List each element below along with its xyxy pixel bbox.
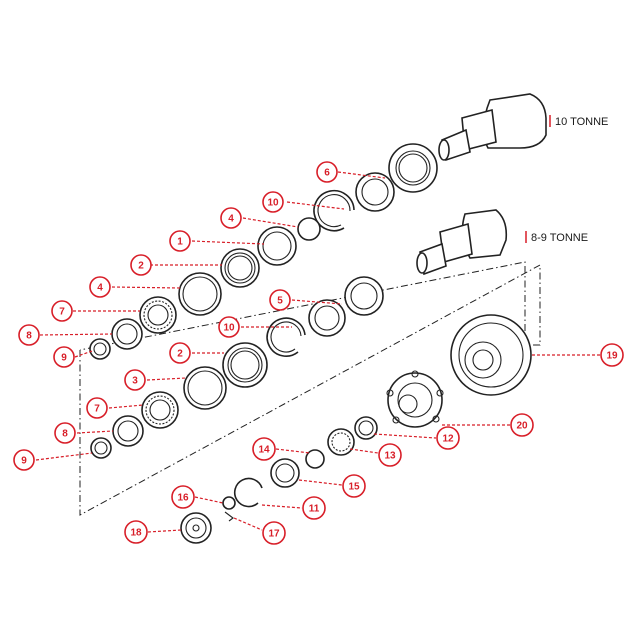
spindle-10-tonne: [438, 93, 547, 162]
callout-17: 17: [262, 521, 286, 545]
part-circlip-11: [233, 477, 263, 508]
callout-5: 5: [269, 289, 291, 311]
part-cup-8b: [112, 415, 144, 447]
callout-6: 6: [316, 161, 338, 183]
part-clip-17: [224, 511, 234, 522]
svg-text:9: 9: [61, 353, 67, 364]
callout-4: 4: [220, 207, 242, 229]
callout-10: 10: [262, 191, 284, 213]
svg-text:20: 20: [516, 421, 528, 432]
svg-text:2: 2: [177, 349, 183, 360]
callout-16: 16: [171, 485, 195, 509]
svg-text:17: 17: [268, 529, 280, 540]
part-seal-1: [257, 226, 297, 266]
part-ring-4a: [297, 217, 321, 241]
callout-14: 14: [252, 437, 276, 461]
svg-text:5: 5: [277, 296, 283, 307]
svg-text:19: 19: [606, 351, 618, 362]
svg-text:18: 18: [130, 528, 142, 539]
ten-tonne-label: 10 TONNE: [555, 116, 608, 128]
part-circlip-10b: [266, 317, 306, 357]
callout-10: 10: [218, 316, 240, 338]
callout-3: 3: [124, 369, 146, 391]
leader-lines: [35, 171, 600, 533]
callout-4: 4: [89, 276, 111, 298]
svg-text:13: 13: [384, 451, 396, 462]
svg-text:16: 16: [177, 493, 189, 504]
part-cup-8a: [111, 318, 143, 350]
part-race-2b: [222, 342, 268, 388]
part-brake-drum-19: [450, 314, 532, 396]
part-washer-5: [308, 299, 346, 337]
part-washer-6: [355, 172, 395, 212]
callout-18: 18: [124, 520, 148, 544]
svg-text:14: 14: [258, 445, 270, 456]
svg-text:7: 7: [94, 404, 100, 415]
part-hub-cap-18: [180, 512, 212, 544]
spindle-8-9-tonne: [416, 209, 508, 276]
part-bearing-13: [327, 428, 355, 456]
svg-text:8: 8: [62, 429, 68, 440]
callout-2: 2: [130, 254, 152, 276]
part-nut-6: [388, 143, 438, 193]
eight-nine-tonne-label: 8-9 TONNE: [531, 232, 588, 244]
callout-8: 8: [54, 422, 76, 444]
part-circlip-10a: [313, 189, 355, 232]
callout-19: 19: [600, 343, 624, 367]
assembly-frame: [79, 261, 541, 516]
svg-text:1: 1: [177, 237, 183, 248]
svg-text:12: 12: [442, 434, 454, 445]
callout-9: 9: [13, 449, 35, 471]
callout-20: 20: [510, 413, 534, 437]
callout-1: 1: [169, 230, 191, 252]
callout-11: 11: [302, 496, 326, 520]
part-wheel-hub-20: [386, 370, 444, 428]
part-cap-9b: [90, 437, 112, 459]
callout-12: 12: [436, 426, 460, 450]
part-ring-14: [305, 449, 325, 469]
svg-text:15: 15: [348, 482, 360, 493]
svg-text:2: 2: [138, 261, 144, 272]
callout-9: 9: [53, 346, 75, 368]
part-bearing-7a: [139, 296, 177, 334]
svg-text:8: 8: [26, 331, 32, 342]
part-cone-3: [183, 366, 227, 410]
svg-text:4: 4: [228, 214, 234, 225]
svg-text:4: 4: [97, 283, 103, 294]
callout-15: 15: [342, 474, 366, 498]
svg-text:11: 11: [309, 504, 320, 515]
part-ring-4b: [178, 272, 222, 316]
svg-text:3: 3: [132, 376, 138, 387]
svg-text:6: 6: [324, 168, 330, 179]
part-collar-5: [344, 276, 384, 316]
svg-text:10: 10: [223, 323, 235, 334]
part-nut-15: [270, 458, 300, 488]
part-seal-12: [354, 416, 378, 440]
part-bearing-7b: [141, 391, 179, 429]
callout-13: 13: [378, 443, 402, 467]
part-race-2a: [220, 248, 260, 288]
part-cap-9a: [89, 338, 111, 360]
svg-text:9: 9: [21, 456, 27, 467]
svg-text:10: 10: [267, 198, 279, 209]
callout-7: 7: [86, 397, 108, 419]
callout-2: 2: [169, 342, 191, 364]
callouts: 6 10 4 1 2 4 7 8 9 5 10 2 3 7 8 9 19 20 …: [13, 161, 624, 545]
part-pin-16: [222, 496, 236, 510]
svg-text:7: 7: [59, 307, 65, 318]
callout-8: 8: [18, 324, 40, 346]
callout-7: 7: [51, 300, 73, 322]
